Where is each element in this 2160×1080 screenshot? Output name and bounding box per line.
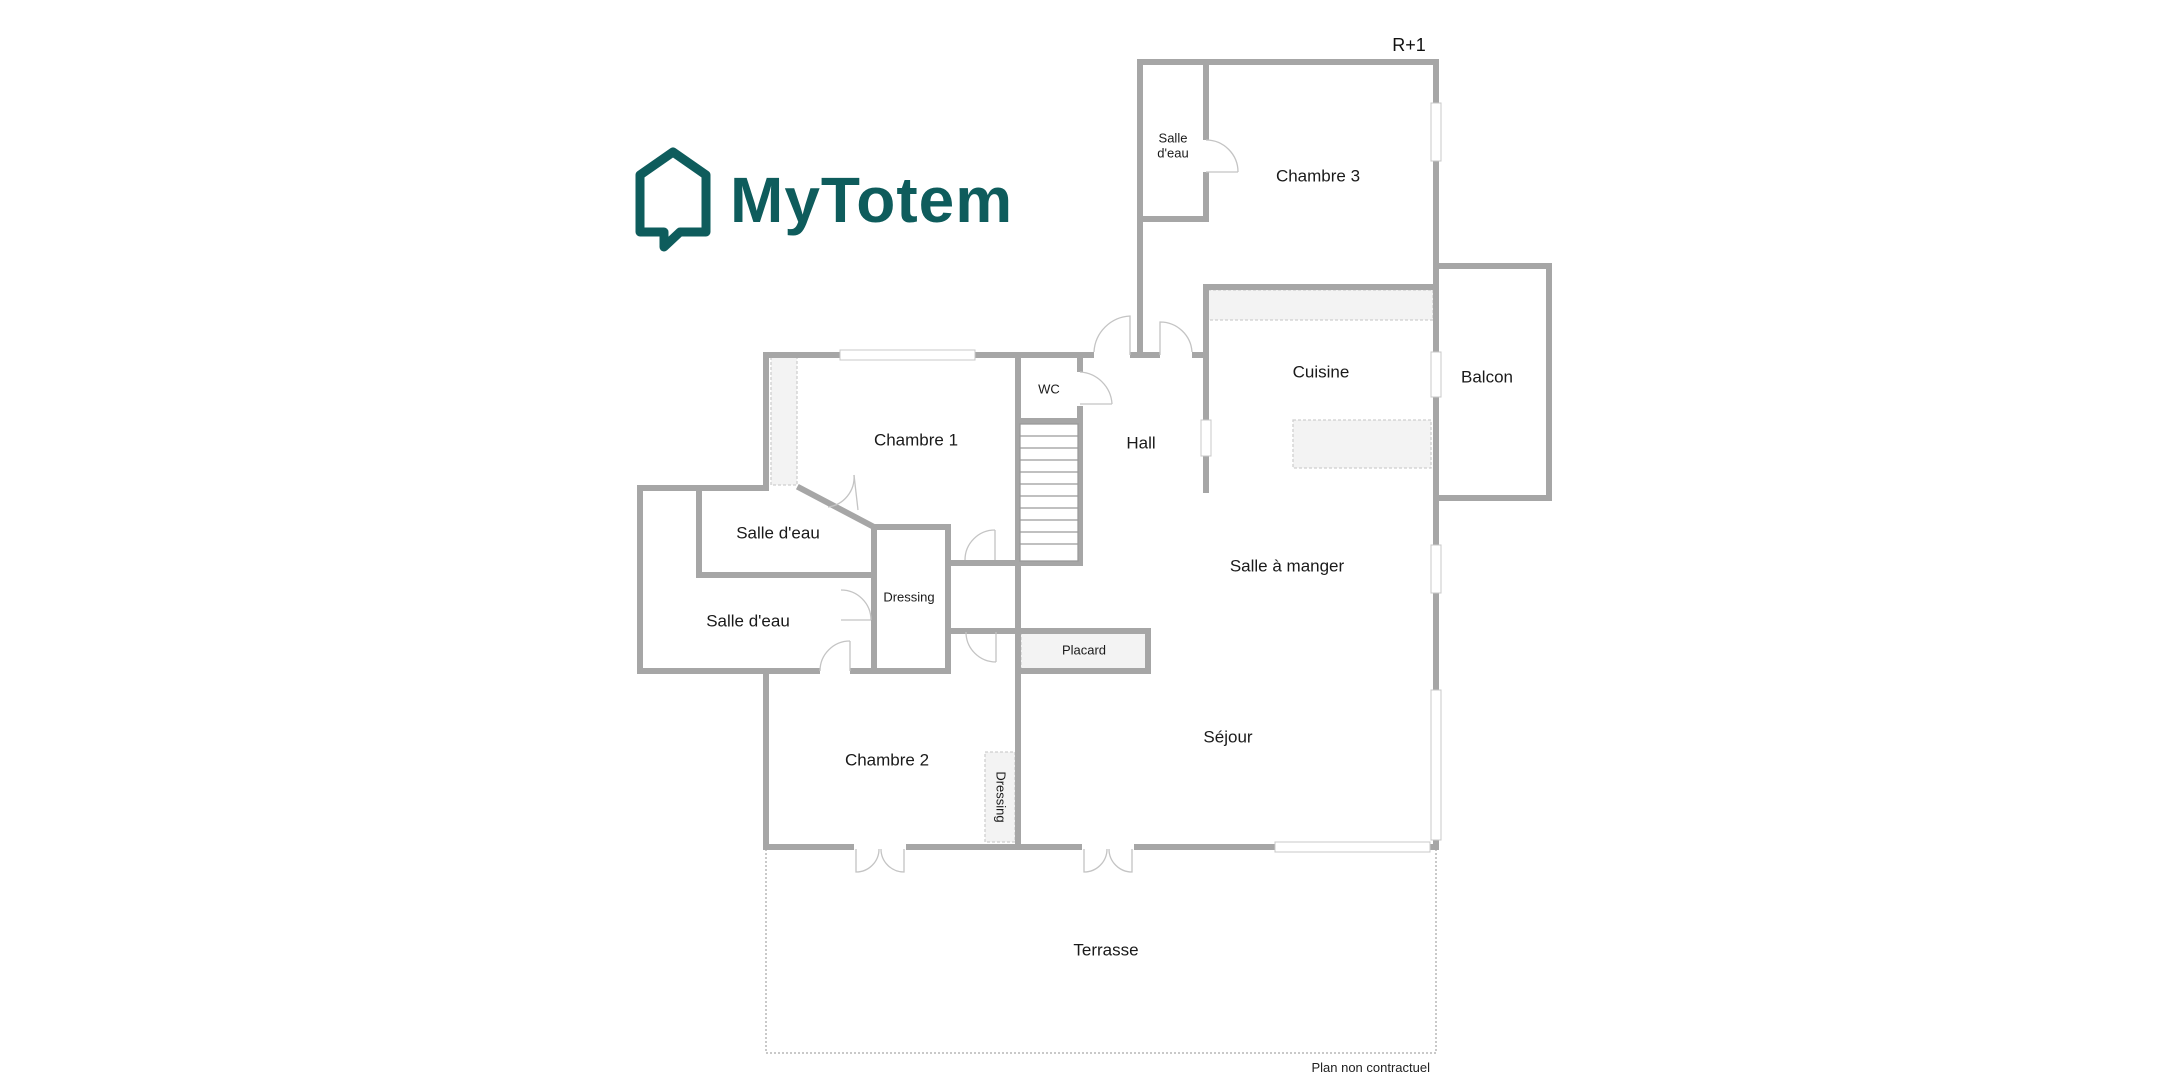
counter-top: [1207, 289, 1434, 321]
room-label-salle-deau-2: Salle d'eau: [706, 611, 790, 630]
brand-logo: MyTotem: [635, 147, 1013, 252]
room-label-cuisine: Cuisine: [1293, 362, 1350, 381]
kitchen-island: [1292, 419, 1432, 469]
room-label-dressing-2: Dressing: [994, 771, 1009, 822]
room-label-wc: WC: [1038, 381, 1060, 396]
room-label-dressing-1: Dressing: [883, 589, 934, 604]
room-label-sejour: Séjour: [1203, 727, 1252, 746]
room-label-chambre-2: Chambre 2: [845, 750, 929, 769]
dressing-2-box: [984, 751, 1016, 843]
room-label-salle-deau-top-1: Salle: [1159, 130, 1188, 145]
room-label-terrasse: Terrasse: [1073, 940, 1138, 959]
disclaimer: Plan non contractuel: [1311, 1060, 1430, 1075]
level-label: R+1: [1392, 35, 1426, 55]
windows: [839, 102, 1442, 853]
terrace-outline: [765, 846, 1437, 1054]
staircase: [1019, 423, 1079, 562]
room-label-placard: Placard: [1062, 642, 1106, 657]
house-chat-icon: [635, 147, 711, 252]
chambre-1-closet: [770, 356, 798, 486]
room-label-hall: Hall: [1126, 433, 1155, 452]
brand-name: MyTotem: [730, 164, 1013, 236]
doors: [819, 139, 1239, 873]
room-label-balcon: Balcon: [1461, 367, 1513, 386]
room-label-chambre-3: Chambre 3: [1276, 166, 1360, 185]
room-label-salle-deau-top-2: d'eau: [1157, 145, 1188, 160]
room-label-salle-a-manger: Salle à manger: [1230, 556, 1345, 575]
room-label-salle-deau-1: Salle d'eau: [736, 523, 820, 542]
room-label-chambre-1: Chambre 1: [874, 430, 958, 449]
